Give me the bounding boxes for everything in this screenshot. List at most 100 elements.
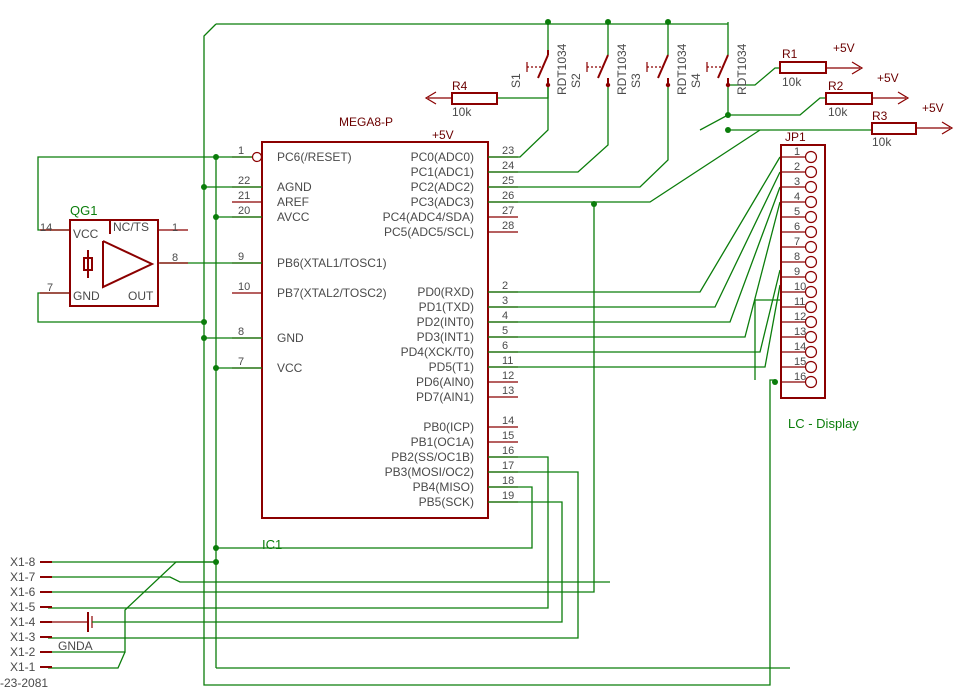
ic1-pin-number: 12 [502, 370, 514, 382]
jp1-pin-number: 2 [794, 161, 800, 173]
ic1-pin-number: 11 [502, 355, 513, 367]
x1-pin: X1-2 [10, 645, 52, 659]
ic1-pin-number: 4 [502, 310, 508, 322]
ic1-pin-number: 19 [502, 490, 514, 502]
ic1-pin-name: PB6(XTAL1/TOSC1) [277, 256, 387, 270]
x1-pin: X1-4 [10, 615, 52, 629]
ic1-supply: +5V [432, 128, 454, 142]
x1-pin-label: X1-3 [10, 630, 36, 644]
jp1-pin-16: 16 [780, 371, 818, 389]
r1-ref: R1 [782, 47, 798, 61]
jp1-pin-6: 6 [780, 221, 818, 239]
jp1-body [780, 144, 826, 399]
ic1-pin-name: PD4(XCK/T0) [401, 345, 474, 359]
jp1-pin-number: 13 [794, 326, 806, 338]
ic1-pin-7: 7 VCC [232, 356, 303, 375]
ic1-pin-name: PB4(MISO) [413, 480, 474, 494]
ic1-pin-name: PC2(ADC2) [411, 180, 474, 194]
oscillator-qg1: QG1 VCC NC/TS GND OUT 14 1 7 8 [40, 203, 188, 307]
r2-ref: R2 [828, 79, 844, 93]
r1-supply: +5V [833, 41, 855, 55]
ic1-pin-number: 21 [238, 190, 250, 202]
jp1-pin-13: 13 [780, 326, 818, 344]
ic1-right-pins: 23PC0(ADC0)24PC1(ADC1)25PC2(ADC2)26PC3(A… [383, 145, 518, 509]
ic1-pin-name: PC3(ADC3) [411, 195, 474, 209]
ic1-pin-number: 25 [502, 175, 514, 187]
qg1-ref: QG1 [70, 203, 97, 218]
jp1-pin-number: 6 [794, 221, 800, 233]
wires [37, 22, 872, 686]
ic1-pin-name: PC6(/RESET) [277, 150, 352, 164]
x1-pin: X1-1 [10, 660, 52, 674]
qg1-pin-7: 7 [47, 282, 53, 294]
ic1-pin-name: PB0(ICP) [423, 420, 474, 434]
r2-value: 10k [828, 105, 848, 119]
switch-s1: S1 RDT1034 [509, 43, 569, 95]
resistor-r1: R1 10k +5V [779, 41, 864, 89]
ic1-pin-number: 18 [502, 475, 514, 487]
r3-value: 10k [872, 135, 892, 149]
jp1-pin-number: 15 [794, 356, 806, 368]
x1-pin-label: X1-6 [10, 585, 36, 599]
jp1-pin-number: 14 [794, 341, 806, 353]
ic1-pin-name: PD5(T1) [429, 360, 474, 374]
r3-supply: +5V [922, 101, 944, 115]
ic1-pin-name: PC4(ADC4/SDA) [383, 210, 474, 224]
switch-s4: S4 RDT1034 [689, 43, 749, 95]
ic1-pin-name: PD6(AIN0) [416, 375, 474, 389]
switch-s2-part: RDT1034 [615, 43, 629, 95]
jp1-pin-11: 11 [780, 296, 818, 314]
ic1-pin-12: 12 PD6(AIN0) [416, 370, 518, 389]
ic1-pin-number: 6 [502, 340, 508, 352]
qg1-vcc-label: VCC [73, 227, 99, 241]
ic1-pin-number: 2 [502, 280, 508, 292]
qg1-gnd-label: GND [73, 289, 100, 303]
ic1-pin-number: 3 [502, 295, 508, 307]
ic1-pin-name: PB2(SS/OC1B) [391, 450, 474, 464]
jp1-pin-3: 3 [780, 176, 818, 194]
x1-pin-label: X1-1 [10, 660, 36, 674]
ic1-pin-name: PD3(INT1) [417, 330, 474, 344]
x1-pin: X1-6 [10, 585, 52, 599]
ic1-pin-1: 1 PC6(/RESET) [232, 145, 352, 164]
ic1-pin-27: 27 PC4(ADC4/SDA) [383, 205, 518, 224]
switch-s3-ref: S3 [629, 73, 643, 88]
qg1-pin-14: 14 [40, 222, 52, 234]
ic1-pin-number: 1 [238, 145, 244, 157]
ic1-pin-number: 26 [502, 190, 514, 202]
x1-pin-label: X1-2 [10, 645, 36, 659]
jp1-pin-number: 1 [794, 146, 800, 158]
jp1-pin-number: 7 [794, 236, 800, 248]
ic1-pin-name: VCC [277, 361, 303, 375]
ic1-pin-number: 27 [502, 205, 514, 217]
x1-pin: X1-7 [10, 570, 52, 584]
ic1-pin-name: PD1(TXD) [419, 300, 474, 314]
ic1-pin-name: PB1(OC1A) [411, 435, 474, 449]
ic1-pin-number: 13 [502, 385, 514, 397]
jp1-pin-number: 8 [794, 251, 800, 263]
ic1-pin-number: 15 [502, 430, 514, 442]
jp1-pin-number: 10 [794, 281, 806, 293]
ic1-pin-number: 23 [502, 145, 514, 157]
jp1-pin-number: 3 [794, 176, 800, 188]
x1-pin: X1-5 [10, 600, 52, 614]
ic1-pin-number: 22 [238, 175, 250, 187]
ic1-pin-number: 7 [238, 356, 244, 368]
qg1-pin-1: 1 [172, 222, 178, 234]
jp1-pin-7: 7 [780, 236, 818, 254]
ic1-ref: IC1 [262, 537, 282, 552]
jp1-pin-12: 12 [780, 311, 818, 329]
switch-s2: S2 RDT1034 [569, 43, 629, 95]
ic1-pin-number: 9 [238, 251, 244, 263]
jp1-pin-9: 9 [780, 266, 818, 284]
jp1-pin-5: 5 [780, 206, 818, 224]
r4-value: 10k [452, 105, 472, 119]
